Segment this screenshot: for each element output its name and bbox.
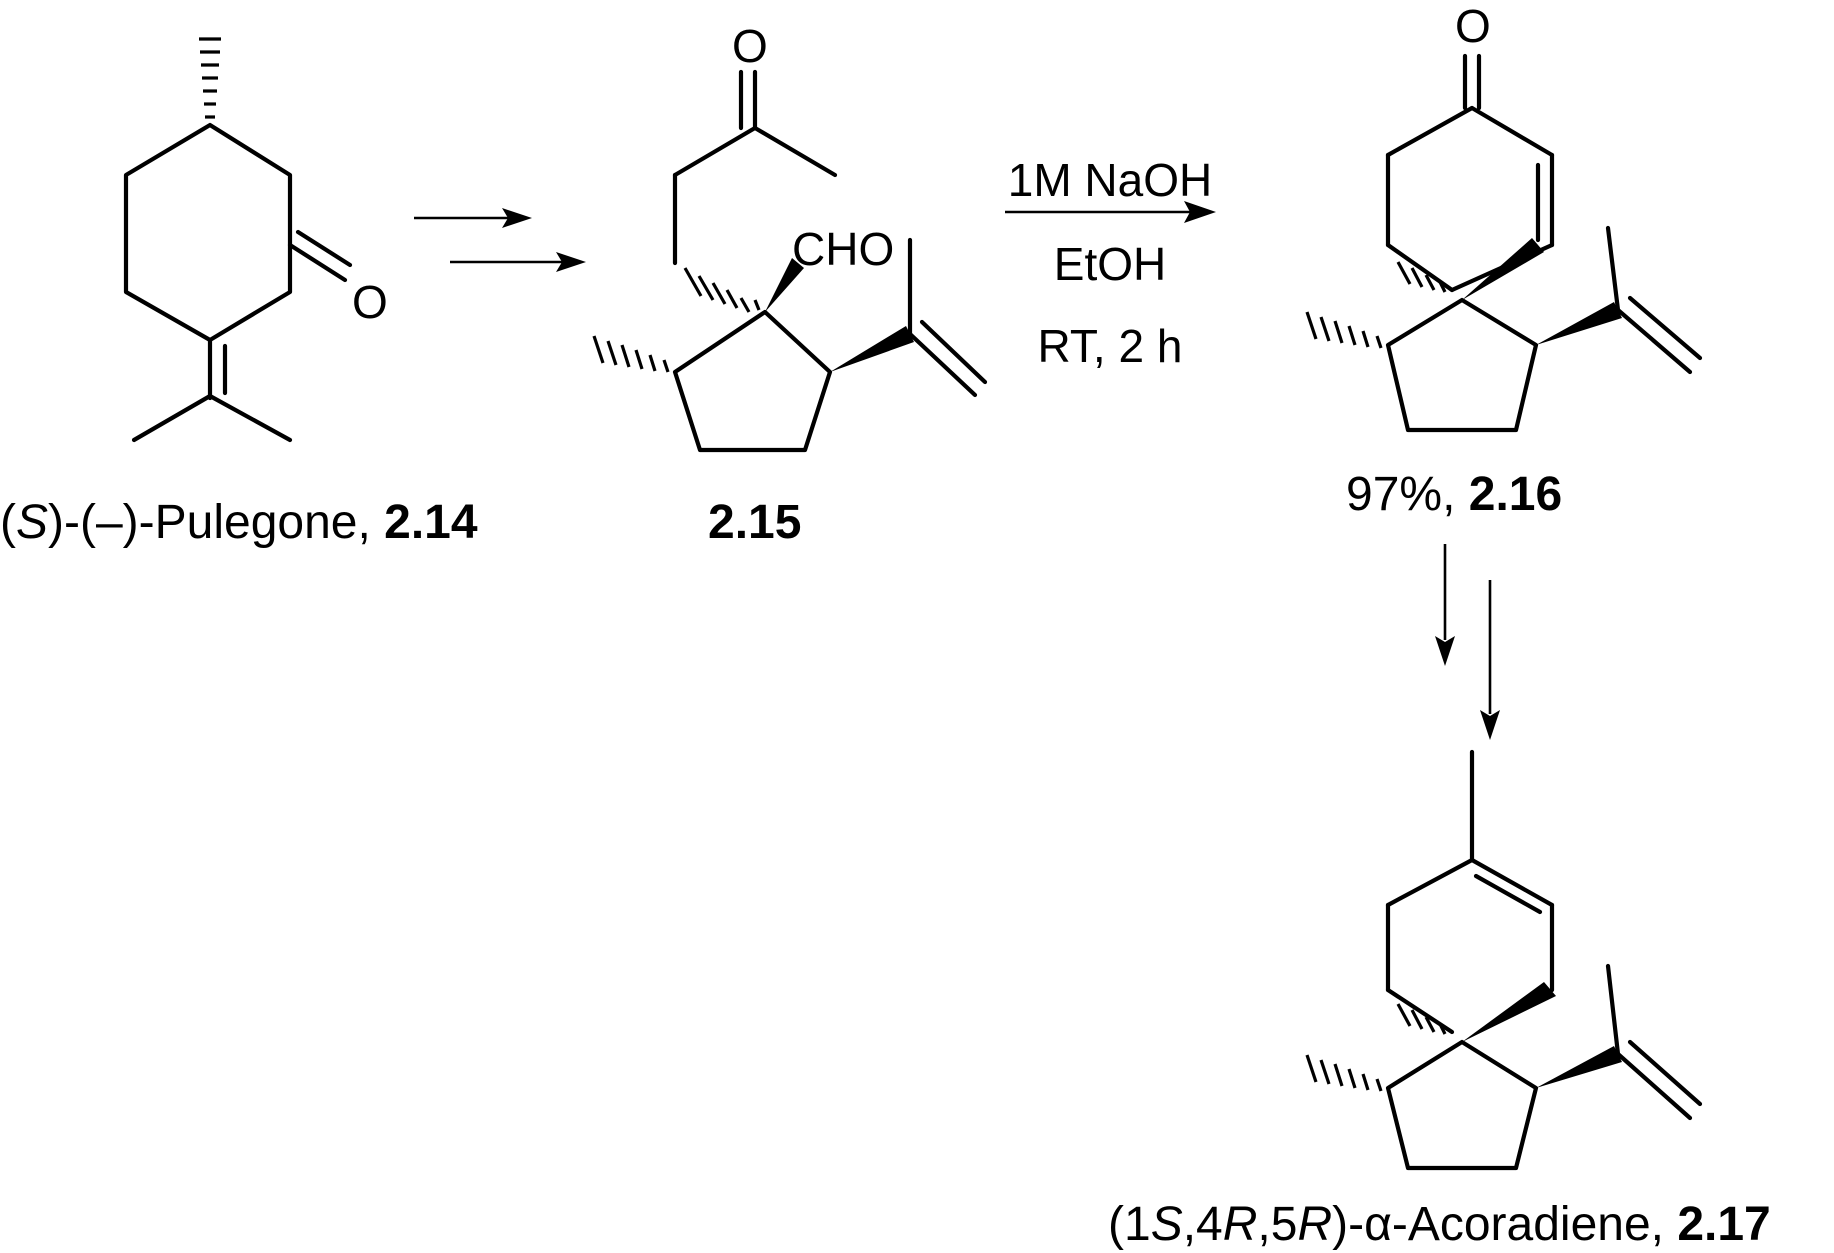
hashed-bond	[592, 335, 670, 373]
enone-oxygen: O	[1455, 0, 1491, 52]
pulegone-structure: O	[123, 37, 388, 443]
multistep-arrow	[414, 208, 586, 272]
aldehyde-ketone-oxygen: O	[732, 20, 768, 72]
reagent-conditions: RT, 2 h	[1038, 320, 1183, 372]
multistep-arrow-down	[1435, 544, 1500, 740]
enone-label: 97%, 2.16	[1346, 468, 1562, 521]
acoradiene-structure	[1305, 749, 1703, 1171]
hashed-bond	[1305, 311, 1383, 349]
aldehyde-label: 2.15	[708, 496, 801, 549]
hashed-bond	[1396, 261, 1447, 293]
hashed-bond	[1396, 1003, 1447, 1035]
aldehyde-structure: O CHO	[592, 20, 988, 453]
hashed-bond	[1305, 1054, 1383, 1092]
enone-structure: O	[1305, 0, 1703, 433]
reagent-naoh: 1M NaOH	[1008, 154, 1212, 206]
pulegone-label: (S)-(–)-Pulegone, 2.14	[0, 496, 478, 549]
reagent-solvent: EtOH	[1054, 238, 1166, 290]
acoradiene-label: (1S,4R,5R)-α-Acoradiene, 2.17	[1108, 1198, 1771, 1251]
hashed-bond	[199, 37, 221, 119]
cho-label: CHO	[792, 223, 894, 275]
hashed-bond	[683, 267, 761, 313]
reaction-arrow	[1005, 201, 1216, 223]
pulegone-oxygen: O	[352, 276, 388, 328]
